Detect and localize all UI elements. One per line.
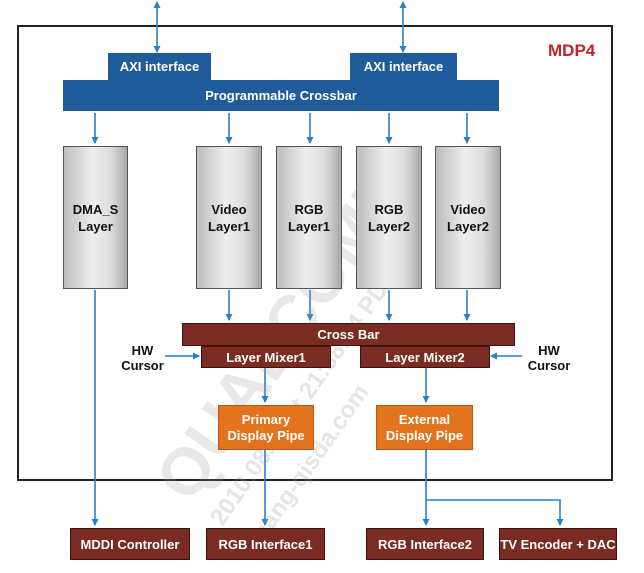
rgb-layer2-line2: Layer2	[368, 218, 410, 234]
dma-s-layer: DMA_S Layer	[63, 146, 128, 289]
video-layer1: Video Layer1	[196, 146, 262, 289]
video-layer2-line2: Layer2	[447, 218, 489, 234]
video-layer2: Video Layer2	[435, 146, 501, 289]
hw-cursor-left-line1: HW	[131, 343, 154, 358]
primary-display-pipe: Primary Display Pipe	[218, 405, 314, 450]
video-layer1-line2: Layer1	[208, 218, 250, 234]
hw-cursor-left-line2: Cursor	[121, 358, 164, 373]
rgb-layer2-line1: RGB	[374, 201, 404, 217]
rgb-layer2: RGB Layer2	[356, 146, 422, 289]
hw-cursor-right-line1: HW	[538, 343, 560, 358]
external-display-pipe: External Display Pipe	[376, 405, 473, 450]
hw-cursor-left: HW Cursor	[120, 343, 165, 373]
mdp4-frame	[17, 25, 613, 481]
video-layer2-line1: Video	[450, 201, 486, 217]
primary-display-pipe-line2: Display Pipe	[227, 427, 305, 443]
hw-cursor-right-line2: Cursor	[527, 358, 571, 373]
dma-s-layer-line1: DMA_S	[72, 201, 119, 217]
programmable-crossbar: Programmable Crossbar	[63, 80, 499, 111]
external-display-pipe-line1: External	[398, 411, 451, 427]
layer-mixer-1: Layer Mixer1	[201, 346, 331, 368]
dma-s-layer-line2: Layer	[78, 218, 113, 234]
rgb-layer1-line1: RGB	[294, 201, 324, 217]
mddi-controller: MDDI Controller	[70, 528, 190, 560]
rgb-layer1-line2: Layer1	[288, 218, 330, 234]
rgb-layer1: RGB Layer1	[276, 146, 342, 289]
cross-bar: Cross Bar	[182, 323, 515, 346]
external-display-pipe-line2: Display Pipe	[385, 427, 464, 443]
axi-interface-1: AXI interface	[108, 53, 211, 80]
hw-cursor-right: HW Cursor	[524, 343, 574, 373]
diagram-title: MDP4	[548, 41, 596, 60]
video-layer1-line1: Video	[211, 201, 247, 217]
rgb-interface2: RGB Interface2	[366, 528, 484, 560]
axi-interface-2: AXI interface	[350, 53, 457, 80]
tv-encoder-dac: TV Encoder + DAC	[499, 528, 617, 560]
rgb-interface1: RGB Interface1	[206, 528, 325, 560]
layer-mixer-2: Layer Mixer2	[360, 346, 490, 368]
primary-display-pipe-line1: Primary	[241, 411, 291, 427]
